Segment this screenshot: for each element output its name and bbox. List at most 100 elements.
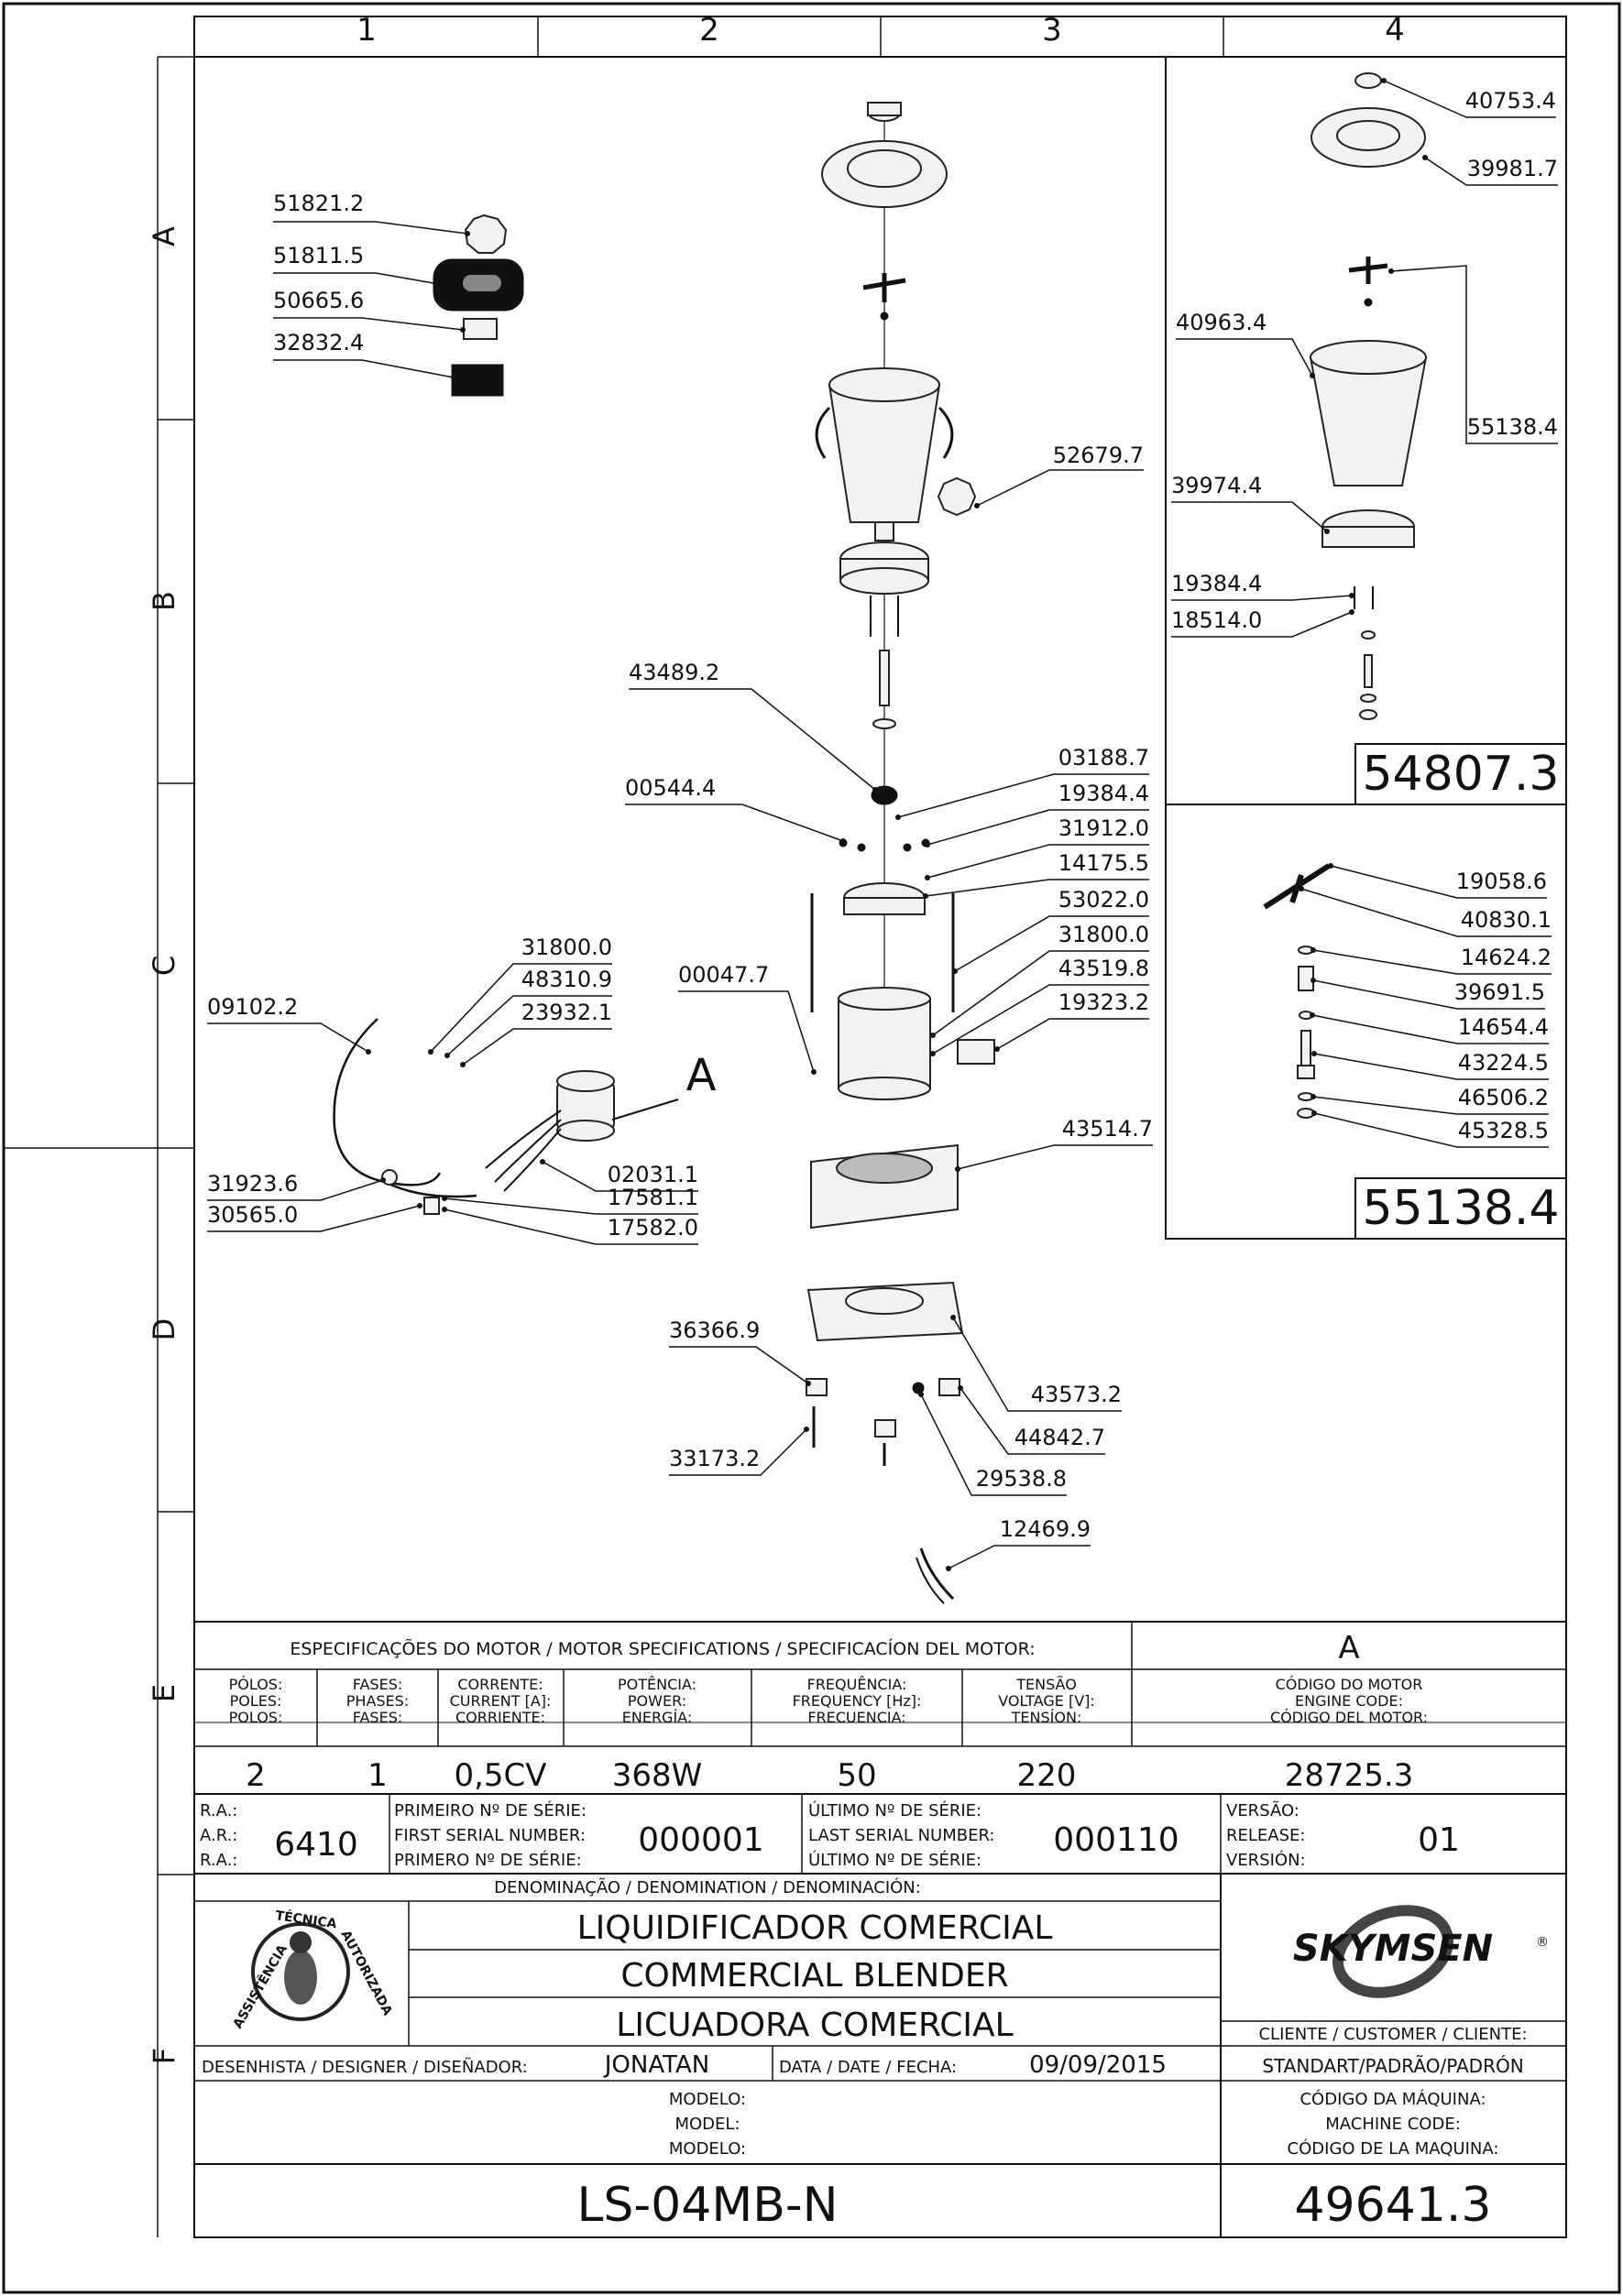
cup-kit-code: 54807.3 <box>1362 747 1559 802</box>
date-value: 09/09/2015 <box>1029 2051 1167 2079</box>
foot-part <box>874 1419 896 1438</box>
part-callout: 40753.4 <box>1381 78 1556 118</box>
callout-leader <box>920 1394 1067 1496</box>
motor-bottom <box>556 1120 615 1142</box>
callout-leader <box>273 317 464 331</box>
callout-leader <box>678 990 815 1073</box>
callout-arrowhead <box>460 327 466 333</box>
part-number-label: 36366.9 <box>669 1317 760 1343</box>
callout-arrowhead <box>895 815 901 820</box>
callout-arrowhead <box>366 1049 371 1055</box>
motor-top <box>556 1070 615 1092</box>
part-number-label: 17582.0 <box>608 1215 698 1241</box>
part-number-label: 39981.7 <box>1467 156 1558 181</box>
nut-part <box>912 1382 925 1394</box>
part-number-label: 19058.6 <box>1456 869 1547 894</box>
spec-value: 50 <box>837 1757 876 1794</box>
part-callout: 00047.7 <box>678 962 817 1075</box>
part-number-label: 31923.6 <box>207 1171 298 1197</box>
blade-kit-blade <box>1263 863 1331 910</box>
row-label: B <box>147 591 181 611</box>
part-number-label: 14175.5 <box>1058 850 1149 876</box>
part-number-label: 31800.0 <box>521 935 612 960</box>
callout-leader <box>948 1545 1091 1569</box>
spec-label: POLES: <box>230 1692 282 1710</box>
machine-code-label: CÓDIGO DE LA MAQUINA: <box>1288 2138 1499 2159</box>
callout-arrowhead <box>1324 529 1330 534</box>
blade-kit-shaft <box>1300 1030 1311 1066</box>
callout-arrowhead <box>1328 863 1333 869</box>
power-cord-part <box>333 1018 442 1186</box>
part-callout: 50665.6 <box>273 288 466 333</box>
callout-arrowhead <box>840 838 846 844</box>
part-number-label: 02031.1 <box>608 1162 698 1187</box>
part-callout: 40963.4 <box>1176 310 1315 378</box>
part-number-label: 00047.7 <box>678 962 769 988</box>
callout-leader <box>462 1028 612 1066</box>
callout-leader <box>1311 1014 1549 1044</box>
part-callout: 19384.4 <box>925 781 1149 847</box>
part-number-label: 39974.4 <box>1171 473 1262 498</box>
machine-code-label: MACHINE CODE: <box>1325 2115 1461 2134</box>
kit-lid-inner <box>1336 120 1400 151</box>
callout-arrowhead <box>1310 373 1315 378</box>
motor-housing-top <box>838 987 931 1011</box>
motor-housing-bottom <box>838 1077 931 1100</box>
last-serial-label: ÚLTIMO Nº DE SÉRIE: <box>808 1800 981 1820</box>
part-callout: 43489.2 <box>629 660 878 793</box>
part-number-label: 33173.2 <box>669 1446 760 1471</box>
power-cord-group <box>333 1018 477 1215</box>
part-number-label: 19323.2 <box>1058 989 1149 1015</box>
spec-value: 2 <box>246 1757 266 1794</box>
callout-arrowhead <box>806 1381 811 1386</box>
callout-arrowhead <box>444 1053 450 1058</box>
part-callout: 17582.0 <box>442 1207 698 1245</box>
callout-arrowhead <box>950 1315 956 1320</box>
seal-sticker-part <box>464 213 508 254</box>
part-number-label: 19384.4 <box>1171 571 1262 596</box>
callout-arrowhead <box>451 375 456 380</box>
callout-arrowhead <box>872 787 878 793</box>
spec-label: ENERGÍA: <box>622 1709 692 1726</box>
callout-arrowhead <box>952 968 958 974</box>
blade-kit-bushing <box>1298 966 1314 991</box>
last-serial-label: ÚLTIMO Nº DE SÉRIE: <box>808 1850 981 1870</box>
cup-rim <box>828 367 940 402</box>
bottom-plate-ring <box>845 1287 924 1315</box>
callout-leader <box>207 1022 369 1053</box>
product-name-en: COMMERCIAL BLENDER <box>620 1957 1008 1995</box>
callout-arrowhead <box>1349 609 1354 615</box>
version-label: VERSIÓN: <box>1226 1850 1306 1870</box>
spec-label: CORRIENTE: <box>455 1709 545 1726</box>
callout-leader <box>444 1197 698 1215</box>
kit-washer <box>1359 709 1377 720</box>
part-callout: 39981.7 <box>1422 155 1558 186</box>
shaft-part <box>879 650 890 706</box>
callout-leader <box>629 688 876 791</box>
coupling-part <box>871 785 898 805</box>
part-number-label: 00544.4 <box>625 775 716 801</box>
callout-arrowhead <box>460 1062 466 1067</box>
callout-leader <box>897 773 1149 818</box>
lid-group <box>821 102 948 208</box>
blade-kit-nut <box>1297 1065 1315 1079</box>
callout-arrowhead <box>1310 1012 1315 1018</box>
part-number-label: 14624.2 <box>1461 945 1552 970</box>
model-label: MODELO: <box>669 2090 746 2109</box>
callout-arrowhead <box>1310 947 1316 953</box>
callout-leader <box>952 1317 1122 1412</box>
part-callout: 51821.2 <box>273 191 470 236</box>
product-name-pt: LIQUIDIFICADOR COMERCIAL <box>577 1909 1053 1947</box>
first-serial-label: PRIMEIRO Nº DE SÉRIE: <box>394 1800 587 1820</box>
part-number-label: 55138.4 <box>1467 414 1558 440</box>
part-number-label: 03188.7 <box>1058 745 1149 771</box>
cup-label-part <box>937 476 977 517</box>
part-number-label: 43489.2 <box>629 660 719 685</box>
spec-label: POWER: <box>628 1692 686 1710</box>
washer-part <box>872 718 896 729</box>
callout-leader <box>960 1387 1105 1455</box>
cord-grommet-part <box>381 1169 398 1186</box>
part-number-label: 51811.5 <box>273 243 364 268</box>
kit-blade-nut <box>1364 298 1373 307</box>
callout-leader <box>1312 1096 1549 1115</box>
